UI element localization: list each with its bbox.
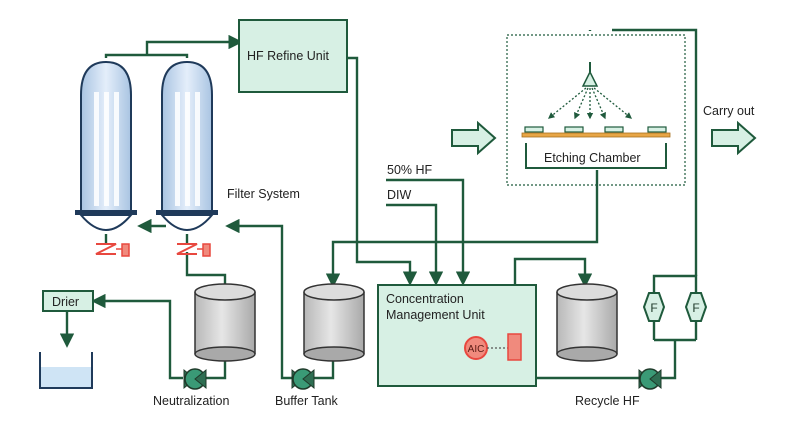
concentration-management-unit: Concentration Management Unit AIC — [377, 284, 537, 387]
filter-column-2 — [156, 60, 218, 245]
hf-refine-unit-label: HF Refine Unit — [247, 49, 329, 63]
etching-chamber-enclosure: Etching Chamber — [506, 34, 686, 186]
hex-filter-1: F — [642, 292, 666, 322]
buffer-pump — [291, 368, 315, 390]
valve-2 — [176, 243, 211, 257]
neutralization-label: Neutralization — [153, 394, 229, 408]
filter-system: Filter System — [75, 60, 300, 245]
valve-1 — [95, 243, 130, 257]
carry-out-label: Carry out — [703, 104, 755, 118]
concentration-label-line1: Concentration — [386, 292, 464, 306]
drier-label: Drier — [52, 295, 79, 309]
recycle-tank — [556, 283, 618, 362]
diw-label: DIW — [387, 188, 412, 202]
recycle-hf-label: Recycle HF — [575, 394, 640, 408]
hf-refine-unit: HF Refine Unit — [238, 19, 348, 93]
recycle-pump — [638, 368, 662, 390]
carry-out-arrow-icon — [711, 120, 757, 156]
filter-system-label: Filter System — [227, 187, 300, 201]
hex-filter-2: F — [684, 292, 708, 322]
concentration-label-line2: Management Unit — [386, 308, 485, 322]
neutralization-pump — [183, 368, 207, 390]
drain-bath — [39, 352, 93, 389]
buffer-tank — [303, 283, 365, 362]
etching-chamber-label: Etching Chamber — [544, 151, 641, 165]
drier: Drier — [42, 290, 94, 312]
carry-in-arrow-icon — [451, 120, 497, 156]
buffer-tank-label: Buffer Tank — [275, 394, 339, 408]
neutralization-tank — [194, 283, 256, 362]
hex-filter-1-label: F — [650, 301, 657, 315]
aic-label: AIC — [468, 344, 485, 355]
hf-50-label: 50% HF — [387, 163, 433, 177]
hex-filter-2-label: F — [692, 301, 699, 315]
filter-column-1 — [75, 60, 137, 245]
